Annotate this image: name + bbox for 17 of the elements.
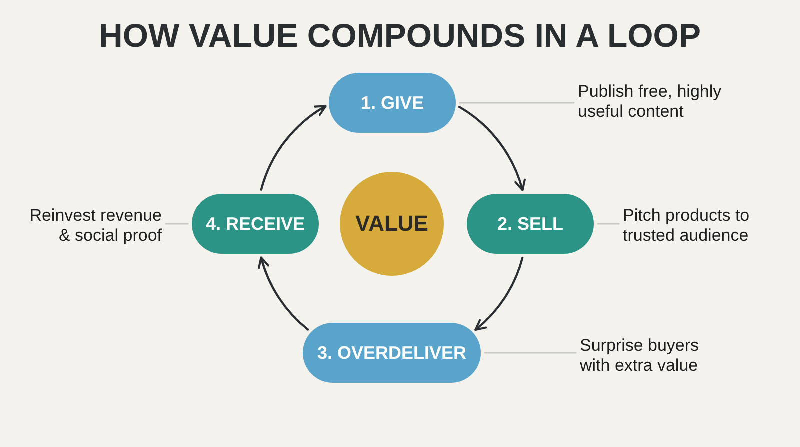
leader-line xyxy=(597,223,620,225)
step-pill: 3. OVERDELIVER xyxy=(303,323,481,383)
leader-line xyxy=(165,223,189,225)
annotation-text: Reinvest revenue & social proof xyxy=(20,206,162,246)
step-pill: 1. GIVE xyxy=(329,73,456,133)
cycle-arrow xyxy=(458,106,526,192)
annotation-text: Pitch products to trusted audience xyxy=(623,206,768,246)
cycle-arrow xyxy=(258,256,310,331)
cycle-arrow xyxy=(474,257,524,332)
leader-line xyxy=(459,102,575,104)
step-pill: 2. SELL xyxy=(467,194,594,254)
annotation-text: Publish free, highly useful content xyxy=(578,82,743,122)
leader-line xyxy=(484,352,577,354)
title: HOW VALUE COMPOUNDS IN A LOOP xyxy=(99,17,701,55)
step-pill: 4. RECEIVE xyxy=(192,194,319,254)
cycle-arrow xyxy=(260,105,327,191)
annotation-text: Surprise buyers with extra value xyxy=(580,336,715,376)
